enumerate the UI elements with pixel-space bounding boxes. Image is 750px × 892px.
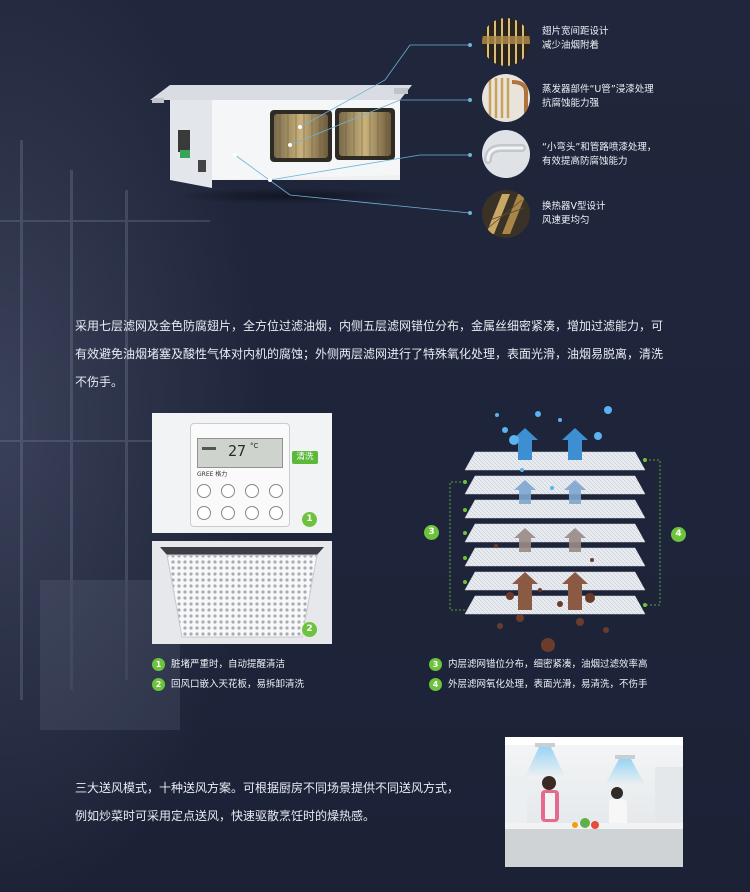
legend-badge-3: 3	[429, 658, 442, 671]
airflow-description-line-2: 例如炒菜时可采用定点送风，快速驱散烹饪时的燥热感。	[75, 809, 376, 823]
legend-text-2: 回风口嵌入天花板，易拆卸清洗	[171, 679, 305, 690]
u-tube-closeup-icon	[482, 74, 530, 122]
controller-panel: 27 °C GREE 格力	[152, 413, 332, 533]
filter-description-line-1: 采用七层滤网及金色防腐翅片，全方位过滤油烟，内侧五层滤网错位分布，金属丝细密紧凑…	[75, 319, 664, 333]
return-grille-panel	[152, 541, 332, 644]
controller-button[interactable]	[221, 484, 235, 498]
return-air-grille-illustration	[160, 547, 324, 638]
controller-button[interactable]	[221, 506, 235, 520]
legend-item-2: 2 回风口嵌入天花板，易拆卸清洗	[152, 678, 304, 692]
feature-callout-lines	[233, 43, 472, 215]
duct-unit-illustration	[150, 85, 412, 188]
unit-shadow	[175, 188, 405, 204]
controller-button[interactable]	[197, 506, 211, 520]
legend-item-1: 1 脏堵严重时，自动提醒清洁	[152, 658, 285, 672]
feature-1-subtitle: 减少油烟附着	[542, 40, 600, 51]
controller-button-row-top	[197, 484, 283, 498]
controller-temp-unit: °C	[250, 442, 259, 450]
clean-indicator-tag: 清洗	[292, 451, 318, 464]
feature-text-3: “小弯头”和管路喷漆处理， 有效提高防腐蚀能力	[542, 141, 656, 169]
legend-item-4: 4 外层滤网氧化处理，表面光滑，易清洗，不伤手	[429, 678, 648, 692]
kitchen-scene-illustration	[505, 737, 683, 867]
badge-3: 3	[424, 525, 439, 540]
badge-2: 2	[302, 622, 317, 637]
badge-1: 1	[302, 512, 317, 527]
feature-2-subtitle: 抗腐蚀能力强	[542, 98, 600, 109]
controller-button[interactable]	[197, 484, 211, 498]
controller-button[interactable]	[245, 484, 259, 498]
feature-text-1: 翅片宽间距设计 减少油烟附着	[542, 25, 609, 53]
legend-badge-4: 4	[429, 678, 442, 691]
controller-button[interactable]	[245, 506, 259, 520]
feature-1-title: 翅片宽间距设计	[542, 26, 609, 37]
legend-item-3: 3 内层滤网错位分布，细密紧凑，油烟过滤效率高	[429, 658, 648, 672]
feature-3-subtitle: 有效提高防腐蚀能力	[542, 156, 628, 167]
elbow-pipe-closeup-icon	[482, 130, 530, 178]
feature-2-title: 蒸发器部件“U管”浸漆处理	[542, 84, 654, 95]
background-window-silhouette	[0, 140, 210, 760]
filter-layers-diagram	[449, 406, 661, 652]
feature-4-subtitle: 风速更均匀	[542, 215, 590, 226]
feature-3-title: “小弯头”和管路喷漆处理，	[542, 142, 657, 153]
controller-temp: 27	[228, 442, 247, 460]
legend-text-4: 外层滤网氧化处理，表面光滑，易清洗，不伤手	[448, 679, 648, 690]
kitchen-scene-photo	[505, 737, 683, 867]
filter-description-line-2: 有效避免油烟堵塞及酸性气体对内机的腐蚀；外侧两层滤网进行了特殊氧化处理，表面光滑…	[75, 347, 664, 361]
feature-4-title: 换热器V型设计	[542, 201, 606, 212]
airflow-description-line-1: 三大送风模式，十种送风方案。可根据厨房不同场景提供不同送风方式，	[75, 781, 460, 795]
controller-button[interactable]	[269, 484, 283, 498]
controller-button[interactable]	[269, 506, 283, 520]
v-exchanger-closeup-icon	[482, 190, 530, 238]
filter-description: 采用七层滤网及金色防腐翅片，全方位过滤油烟，内侧五层滤网错位分布，金属丝细密紧凑…	[75, 312, 697, 396]
controller-lcd: 27 °C	[197, 438, 283, 468]
feature-text-4: 换热器V型设计 风速更均匀	[542, 200, 606, 228]
controller-brand: GREE 格力	[197, 471, 228, 478]
controller-button-row-bottom	[197, 506, 283, 520]
wired-controller: 27 °C GREE 格力	[190, 423, 290, 527]
feature-text-2: 蒸发器部件“U管”浸漆处理 抗腐蚀能力强	[542, 83, 654, 111]
legend-badge-2: 2	[152, 678, 165, 691]
legend-text-3: 内层滤网错位分布，细密紧凑，油烟过滤效率高	[448, 659, 648, 670]
legend-text-1: 脏堵严重时，自动提醒清洁	[171, 659, 286, 670]
badge-4: 4	[671, 527, 686, 542]
filter-description-line-3: 不伤手。	[75, 375, 124, 389]
airflow-description: 三大送风模式，十种送风方案。可根据厨房不同场景提供不同送风方式， 例如炒菜时可采…	[75, 774, 495, 830]
lcd-bar-icon	[202, 447, 216, 450]
fin-closeup-icon	[482, 18, 530, 66]
legend-badge-1: 1	[152, 658, 165, 671]
